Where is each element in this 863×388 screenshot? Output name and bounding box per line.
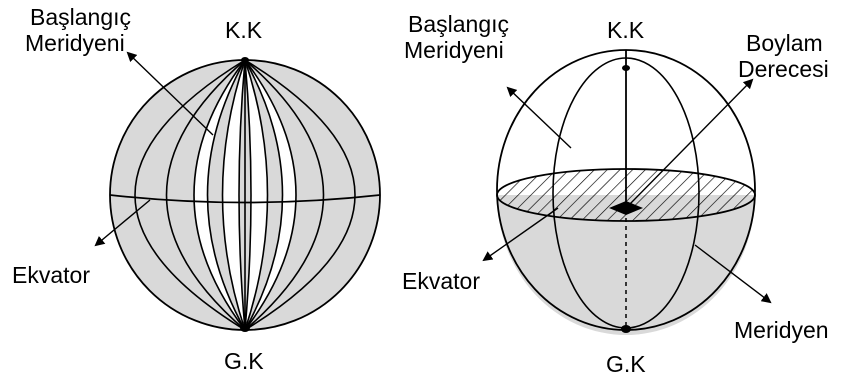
right-start-meridian-label-line1: Başlangıç <box>408 12 509 36</box>
right-north-pole-label: K.K <box>607 18 644 42</box>
left-equator-label: Ekvator <box>12 263 90 287</box>
right-south-pole-dot <box>621 325 631 333</box>
right-longitude-degree-label-line1: Boylam <box>746 31 823 55</box>
right-longitude-degree-label-line2: Derecesi <box>738 57 829 81</box>
right-meridian-start-arrow <box>508 88 571 148</box>
left-north-pole-dot <box>241 57 249 63</box>
left-globe <box>96 53 380 332</box>
left-south-pole-label: G.K <box>224 349 264 373</box>
right-meridian-label: Meridyen <box>734 318 829 342</box>
left-south-pole-dot <box>240 324 250 332</box>
right-equator-label: Ekvator <box>402 269 480 293</box>
right-start-meridian-label-line2: Meridyeni <box>404 38 504 62</box>
left-start-meridian-label-line1: Başlangıç <box>30 5 131 29</box>
right-north-pole-dot <box>622 65 630 71</box>
right-south-pole-label: G.K <box>606 352 646 376</box>
left-north-pole-label: K.K <box>225 18 262 42</box>
right-globe <box>484 50 770 335</box>
left-start-meridian-label-line2: Meridyeni <box>25 31 125 55</box>
